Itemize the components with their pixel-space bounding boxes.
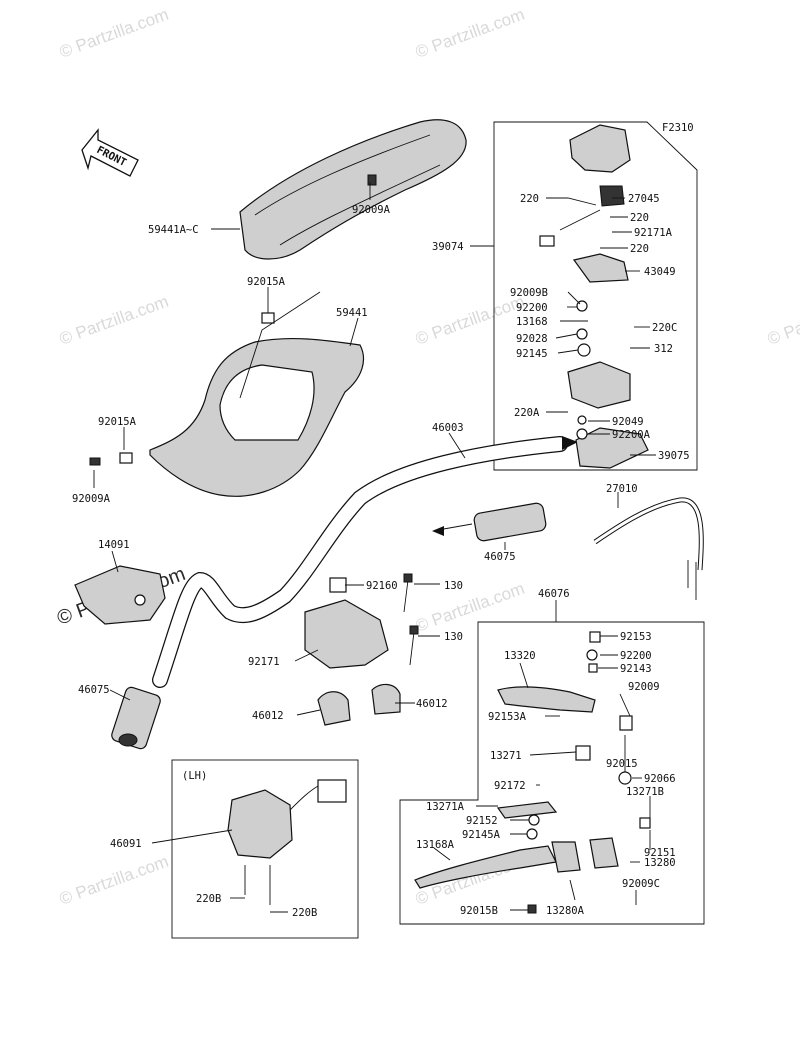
lh-label: (LH)	[182, 770, 207, 782]
screw-icon	[89, 457, 101, 466]
screw-icon	[367, 174, 377, 186]
part-label: 43049	[644, 266, 676, 278]
part-label: 92009B	[510, 287, 548, 299]
lever-assembly-box	[399, 621, 705, 925]
part-label: 92160	[366, 580, 398, 592]
bolt-icon	[403, 573, 413, 613]
part-labels: 59441A~C 92009A 92015A 59441 92015A 9200…	[72, 193, 690, 919]
watermark: © Partzilla.com	[413, 292, 527, 349]
arrow-icon	[562, 436, 578, 450]
part-label: 130	[444, 631, 463, 643]
part-label: 312	[654, 343, 673, 355]
handlebar-holder	[304, 599, 401, 726]
part-label: 92151	[644, 847, 676, 859]
part-label: 92171	[248, 656, 280, 668]
part-label: 92009A	[352, 204, 391, 216]
part-label: 92028	[516, 333, 548, 345]
right-switch-box	[493, 121, 698, 471]
part-label: 92009A	[72, 493, 111, 505]
diagram-code: F2310	[662, 122, 694, 134]
part-label: 46076	[538, 588, 570, 600]
collar-icon	[329, 577, 347, 593]
part-label: 39075	[658, 450, 690, 462]
part-label: 13271A	[426, 801, 465, 813]
part-label: 92145	[516, 348, 548, 360]
part-label: 130	[444, 580, 463, 592]
part-label: 92015A	[247, 276, 286, 288]
right-grip	[432, 502, 547, 542]
part-label: 59441	[336, 307, 368, 319]
part-label: 59441A~C	[148, 224, 199, 236]
lh-switch-box	[171, 759, 359, 939]
watermark: © Partzilla.com	[57, 5, 171, 62]
watermark: © Partzilla.com	[413, 579, 527, 636]
lower-handlebar-cover	[149, 337, 365, 497]
part-label: 92153A	[488, 711, 527, 723]
part-label: 92066	[644, 773, 676, 785]
grommet-icon	[261, 312, 275, 324]
part-label: 46075	[78, 684, 110, 696]
part-label: 92143	[620, 663, 652, 675]
part-label: 92015A	[98, 416, 137, 428]
part-label: 220	[630, 212, 649, 224]
part-label: 220A	[514, 407, 540, 419]
part-label: 92172	[494, 780, 526, 792]
part-label: 13280A	[546, 905, 585, 917]
part-label: 92015B	[460, 905, 498, 917]
part-label: 13168A	[416, 839, 455, 851]
watermark: © Partzilla.com	[57, 852, 171, 909]
watermark: © Partzilla.com	[413, 5, 527, 62]
part-label: 13320	[504, 650, 536, 662]
part-label: 92009	[628, 681, 660, 693]
part-label: 46075	[484, 551, 516, 563]
part-label: 46091	[110, 838, 142, 850]
part-label: 27045	[628, 193, 660, 205]
handlebar	[152, 436, 568, 688]
part-label: 39074	[432, 241, 464, 253]
watermark: © Partzilla.com	[765, 292, 800, 349]
part-label: 92153	[620, 631, 652, 643]
part-label: 46012	[416, 698, 448, 710]
part-label: 14091	[98, 539, 130, 551]
watermark: © Partzilla.com	[57, 292, 171, 349]
part-label: 46003	[432, 422, 464, 434]
part-label: 46012	[252, 710, 284, 722]
part-label: 220C	[652, 322, 677, 334]
front-arrow-icon: FRONT	[81, 128, 139, 177]
part-label: 220	[630, 243, 649, 255]
part-label: 220B	[292, 907, 317, 919]
right-switch-assembly	[539, 124, 649, 469]
leader-lines	[93, 182, 656, 913]
upper-handlebar-cover	[239, 119, 467, 260]
part-label: 92200	[620, 650, 652, 662]
handle-weight	[74, 565, 166, 625]
part-label: 92015	[606, 758, 638, 770]
bolt-icon	[409, 625, 419, 666]
part-label: 92200	[516, 302, 548, 314]
grommet-icon	[119, 452, 133, 464]
part-label: 13271	[490, 750, 522, 762]
part-label: 13271B	[626, 786, 664, 798]
part-label: 92152	[466, 815, 498, 827]
left-switch-assembly	[227, 779, 347, 905]
part-label: 13280	[644, 857, 676, 869]
part-label: 92049	[612, 416, 644, 428]
part-label: 27010	[606, 483, 638, 495]
part-label: 220	[520, 193, 539, 205]
left-grip	[111, 686, 161, 750]
part-label: 92145A	[462, 829, 501, 841]
lever-assembly	[414, 631, 651, 914]
part-label: 92171A	[634, 227, 673, 239]
part-label: 92200A	[612, 429, 651, 441]
part-label: 220B	[196, 893, 221, 905]
part-label: 13168	[516, 316, 548, 328]
throttle-cable	[593, 497, 704, 600]
part-label: 92009C	[622, 878, 660, 890]
